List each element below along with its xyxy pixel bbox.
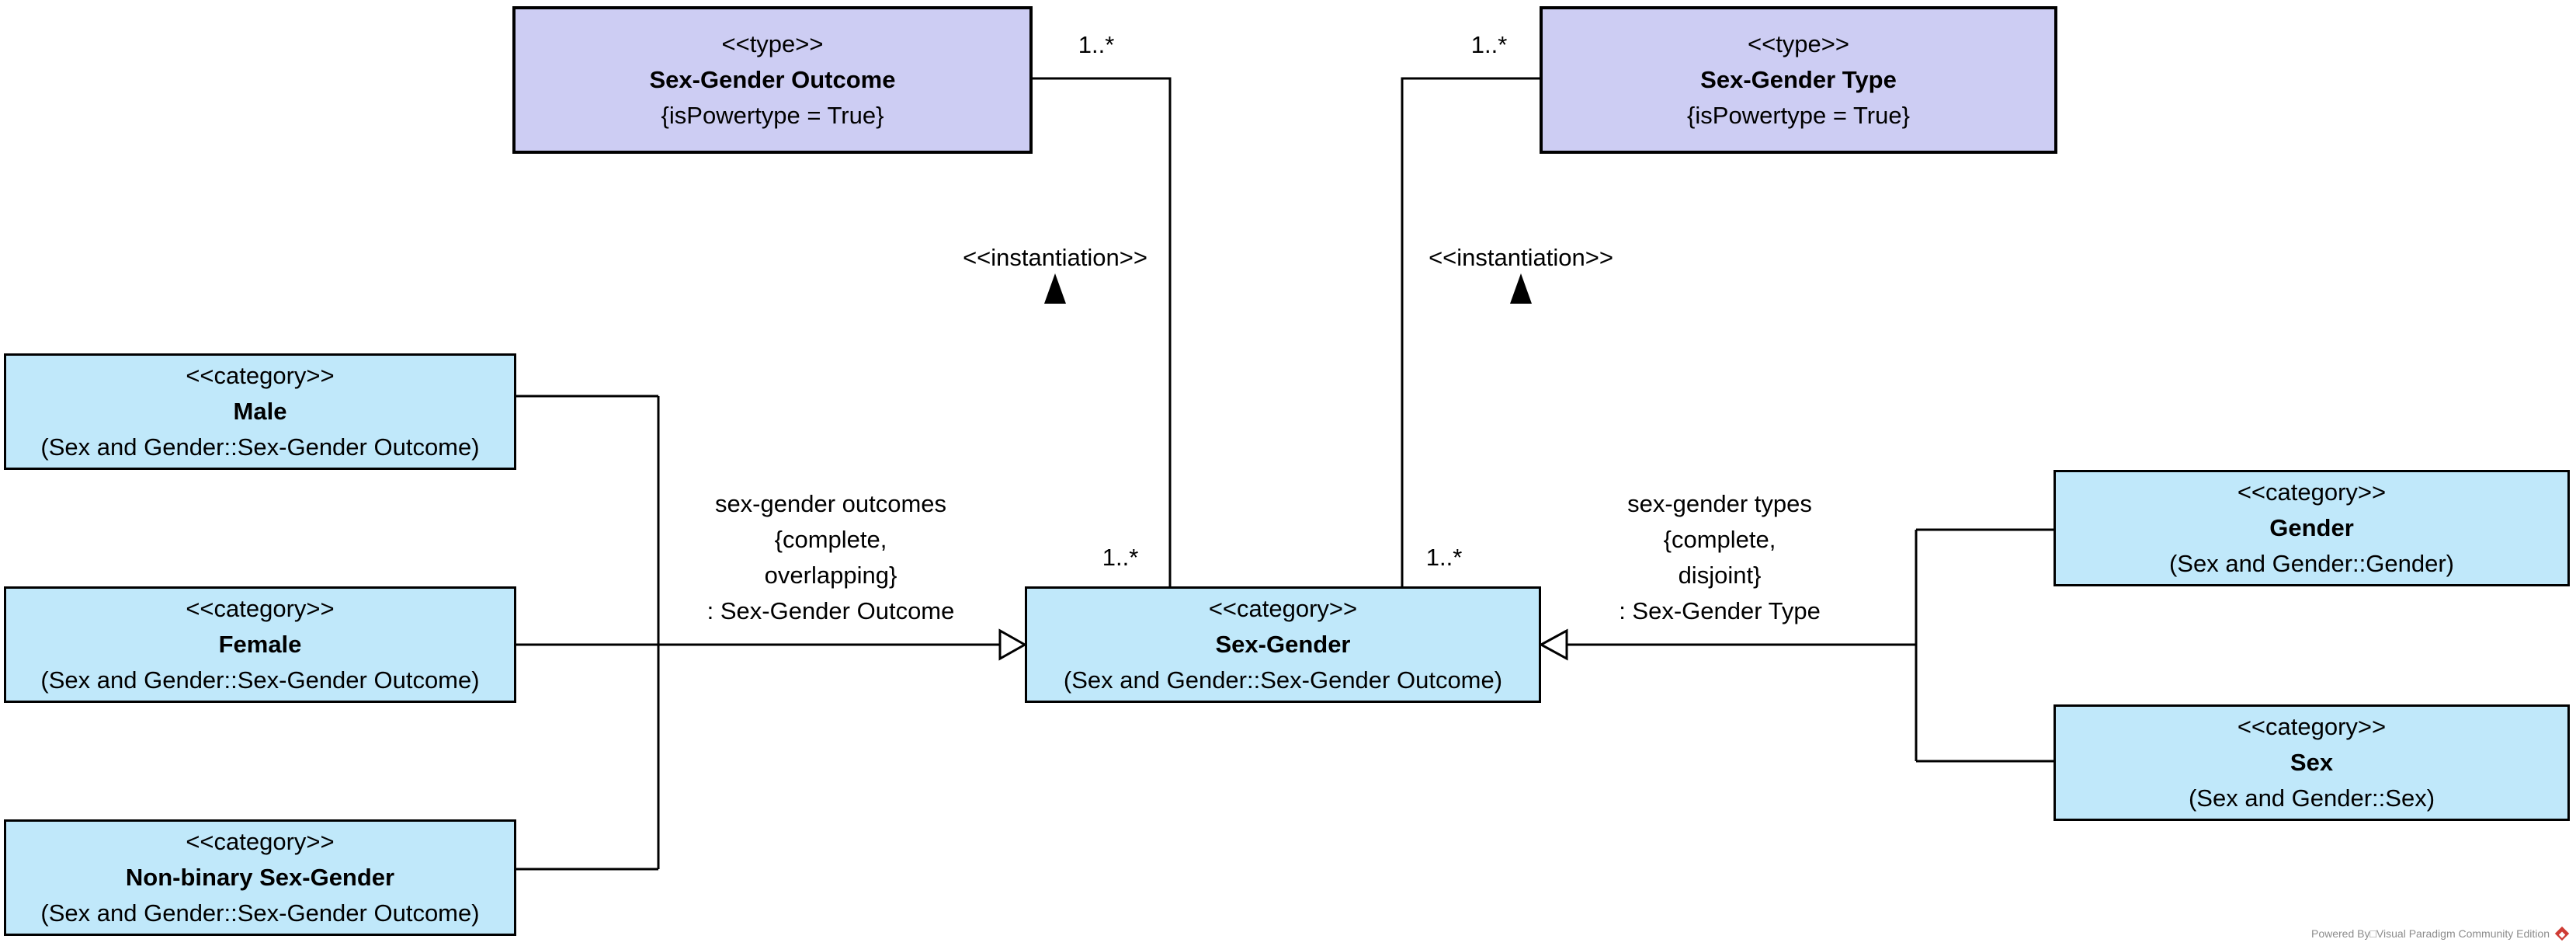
class-female: <<category>> Female (Sex and Gender::Sex… xyxy=(4,586,516,703)
visual-paradigm-logo-icon xyxy=(2554,926,2570,941)
class-gender: <<category>> Gender (Sex and Gender::Gen… xyxy=(2054,470,2570,586)
multiplicity-type-top: 1..* xyxy=(1470,31,1508,58)
instantiation-right-label: <<instantiation>> xyxy=(1429,244,1613,271)
generalization-set-types-label: sex-gender types {complete, disjoint} : … xyxy=(1619,490,1821,624)
class-sex-gender-outcome-powertype: <<type>> Sex-Gender Outcome {isPowertype… xyxy=(512,6,1033,154)
class-name: Sex-Gender Outcome xyxy=(649,66,896,93)
multiplicity-outcome-top: 1..* xyxy=(1078,31,1115,58)
class-stereotype: <<type>> xyxy=(721,30,824,57)
class-stereotype: <<category>> xyxy=(1208,595,1358,622)
class-name: Non-binary Sex-Gender xyxy=(125,864,395,891)
class-name: Sex xyxy=(2290,749,2334,776)
class-namespace: (Sex and Gender::Gender) xyxy=(2168,550,2455,577)
instantiation-right-line xyxy=(1401,77,1540,586)
class-namespace: (Sex and Gender::Sex-Gender Outcome) xyxy=(40,666,480,694)
generalization-arrowhead-right xyxy=(1538,628,1568,661)
class-namespace: (Sex and Gender::Sex) xyxy=(2188,784,2435,812)
class-namespace: (Sex and Gender::Sex-Gender Outcome) xyxy=(1063,666,1503,694)
class-constraint: {isPowertype = True} xyxy=(1687,102,1910,129)
class-stereotype: <<category>> xyxy=(2237,478,2387,506)
class-name: Female xyxy=(218,631,302,658)
class-male: <<category>> Male (Sex and Gender::Sex-G… xyxy=(4,353,516,470)
multiplicity-type-bottom: 1..* xyxy=(1425,544,1463,571)
class-stereotype: <<category>> xyxy=(186,595,335,622)
multiplicity-outcome-bottom: 1..* xyxy=(1102,544,1139,571)
class-name: Male xyxy=(233,398,287,425)
class-stereotype: <<category>> xyxy=(186,828,335,855)
instantiation-left-line xyxy=(1033,77,1172,586)
instantiation-direction-arrow-left xyxy=(1044,273,1066,304)
class-stereotype: <<category>> xyxy=(186,362,335,389)
class-stereotype: <<type>> xyxy=(1747,30,1849,57)
class-constraint: {isPowertype = True} xyxy=(661,102,884,129)
instantiation-left-label: <<instantiation>> xyxy=(963,244,1147,271)
class-name: Sex-Gender Type xyxy=(1700,66,1897,93)
watermark-text: Powered By□Visual Paradigm Community Edi… xyxy=(2310,927,2550,940)
class-namespace: (Sex and Gender::Sex-Gender Outcome) xyxy=(40,433,480,461)
class-non-binary-sex-gender: <<category>> Non-binary Sex-Gender (Sex … xyxy=(4,819,516,936)
class-name: Sex-Gender xyxy=(1215,631,1351,658)
generalization-set-outcomes-label: sex-gender outcomes {complete, overlappi… xyxy=(706,490,955,624)
instantiation-direction-arrow-right xyxy=(1510,273,1532,304)
class-sex-gender: <<category>> Sex-Gender (Sex and Gender:… xyxy=(1025,586,1541,703)
generalization-arrowhead-left xyxy=(998,628,1028,661)
watermark: Powered By□Visual Paradigm Community Edi… xyxy=(2311,926,2570,941)
class-sex-gender-type-powertype: <<type>> Sex-Gender Type {isPowertype = … xyxy=(1540,6,2057,154)
class-sex: <<category>> Sex (Sex and Gender::Sex) xyxy=(2054,704,2570,821)
class-stereotype: <<category>> xyxy=(2237,713,2387,740)
class-namespace: (Sex and Gender::Sex-Gender Outcome) xyxy=(40,899,480,927)
class-name: Gender xyxy=(2269,514,2354,541)
